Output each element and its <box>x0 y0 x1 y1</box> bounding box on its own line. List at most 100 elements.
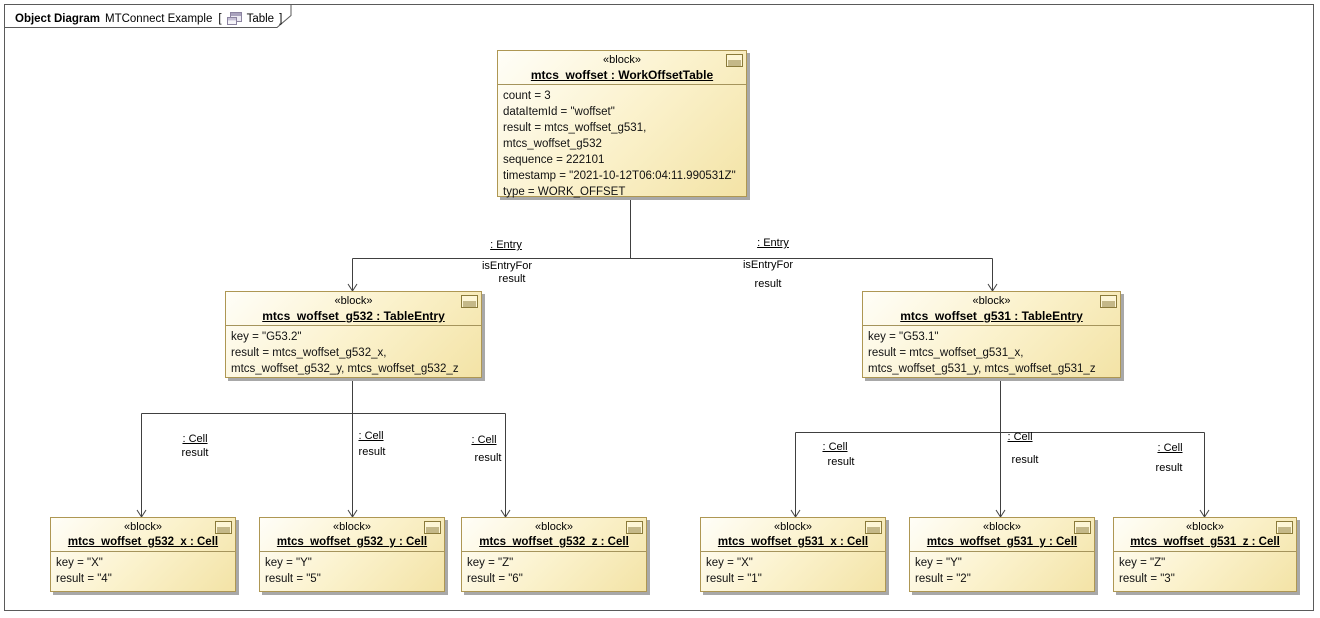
attributes-compartment: key = "Z" result = "6" <box>462 552 646 591</box>
diagram-kind-label: Object Diagram <box>15 12 100 25</box>
stereotype-label: «block» <box>535 521 573 533</box>
stereotype-label: «block» <box>124 521 162 533</box>
block-icon <box>626 521 643 534</box>
block-header: «block» mtcs_woffset_g531_z : Cell <box>1114 518 1296 552</box>
context-ref-label[interactable]: Table <box>246 12 275 25</box>
block-header: «block» mtcs_woffset : WorkOffsetTable <box>498 51 746 85</box>
block-mtcs-woffset-g532-y[interactable]: «block» mtcs_woffset_g532_y : Cell key =… <box>259 517 445 592</box>
block-mtcs-woffset-g532-x[interactable]: «block» mtcs_woffset_g532_x : Cell key =… <box>50 517 236 592</box>
link-name-cell-4[interactable]: : Cell <box>822 441 848 453</box>
link-end-cell-3[interactable]: result <box>474 452 502 464</box>
block-icon <box>424 521 441 534</box>
attribute-line: mtcs_woffset_g532_y, mtcs_woffset_g532_z <box>231 363 459 375</box>
attribute-line: result = "1" <box>706 573 762 585</box>
block-icon <box>1100 295 1117 308</box>
attribute-line: key = "Z" <box>1119 557 1166 569</box>
link-name-cell-1[interactable]: : Cell <box>182 433 208 445</box>
link-name-cell-2[interactable]: : Cell <box>358 430 384 442</box>
block-icon <box>726 54 743 67</box>
attribute-line: result = "2" <box>915 573 971 585</box>
block-icon <box>865 521 882 534</box>
stereotype-label: «block» <box>1186 521 1224 533</box>
stereotype-label: «block» <box>983 521 1021 533</box>
link-end-entry-left[interactable]: result <box>498 273 526 285</box>
attribute-line: timestamp = "2021-10-12T06:04:11.990531Z… <box>503 170 736 182</box>
link-role-entry-left[interactable]: isEntryFor <box>481 260 533 272</box>
block-name: mtcs_woffset_g531_z : Cell <box>1130 536 1280 548</box>
diagram-type-icon <box>226 12 242 25</box>
block-name: mtcs_woffset_g531_x : Cell <box>717 536 869 548</box>
block-name: mtcs_woffset_g532 : TableEntry <box>262 309 445 323</box>
attribute-line: result = mtcs_woffset_g532_x, <box>231 347 387 359</box>
attribute-line: result = "3" <box>1119 573 1175 585</box>
block-icon <box>1074 521 1091 534</box>
block-mtcs-woffset-g531[interactable]: «block» mtcs_woffset_g531 : TableEntry k… <box>862 291 1121 378</box>
block-icon <box>461 295 478 308</box>
stereotype-label: «block» <box>334 295 373 307</box>
block-header: «block» mtcs_woffset_g531_y : Cell <box>910 518 1094 552</box>
attributes-compartment: key = "G53.2" result = mtcs_woffset_g532… <box>226 326 481 377</box>
attribute-line: dataItemId = "woffset" <box>503 106 615 118</box>
link-name-cell-6[interactable]: : Cell <box>1157 442 1183 454</box>
attributes-compartment: key = "X" result = "4" <box>51 552 235 591</box>
attribute-line: result = "6" <box>467 573 523 585</box>
attribute-line: result = "5" <box>265 573 321 585</box>
block-header: «block» mtcs_woffset_g531_x : Cell <box>701 518 885 552</box>
block-mtcs-woffset-g531-z[interactable]: «block» mtcs_woffset_g531_z : Cell key =… <box>1113 517 1297 592</box>
stereotype-label: «block» <box>774 521 812 533</box>
link-role-entry-right[interactable]: isEntryFor <box>742 259 794 271</box>
link-end-entry-right[interactable]: result <box>754 278 782 290</box>
block-header: «block» mtcs_woffset_g532_z : Cell <box>462 518 646 552</box>
attribute-line: key = "Y" <box>265 557 312 569</box>
block-mtcs-woffset-g531-y[interactable]: «block» mtcs_woffset_g531_y : Cell key =… <box>909 517 1095 592</box>
attribute-line: key = "Y" <box>915 557 962 569</box>
block-mtcs-woffset-g531-x[interactable]: «block» mtcs_woffset_g531_x : Cell key =… <box>700 517 886 592</box>
attribute-line: key = "X" <box>56 557 103 569</box>
attributes-compartment: key = "Y" result = "2" <box>910 552 1094 591</box>
attribute-line: sequence = 222101 <box>503 154 605 166</box>
attribute-line: key = "X" <box>706 557 753 569</box>
attributes-compartment: key = "Y" result = "5" <box>260 552 444 591</box>
attribute-line: type = WORK_OFFSET <box>503 186 626 198</box>
link-end-cell-6[interactable]: result <box>1155 462 1183 474</box>
link-end-cell-5[interactable]: result <box>1011 454 1039 466</box>
block-name: mtcs_woffset_g532_z : Cell <box>479 536 629 548</box>
stereotype-label: «block» <box>972 295 1011 307</box>
block-name: mtcs_woffset : WorkOffsetTable <box>530 68 714 82</box>
link-name-cell-5[interactable]: : Cell <box>1007 431 1033 443</box>
link-name-entry-left[interactable]: : Entry <box>490 239 522 251</box>
attribute-line: mtcs_woffset_g532 <box>503 138 602 150</box>
attributes-compartment: key = "G53.1" result = mtcs_woffset_g531… <box>863 326 1120 377</box>
block-icon <box>215 521 232 534</box>
block-mtcs-woffset[interactable]: «block» mtcs_woffset : WorkOffsetTable c… <box>497 50 747 200</box>
attributes-compartment: count = 3 dataItemId = "woffset" result … <box>498 85 746 200</box>
block-header: «block» mtcs_woffset_g532_x : Cell <box>51 518 235 552</box>
link-end-cell-2[interactable]: result <box>358 446 386 458</box>
link-name-cell-3[interactable]: : Cell <box>471 434 497 446</box>
attribute-line: key = "Z" <box>467 557 514 569</box>
link-end-cell-4[interactable]: result <box>827 456 855 468</box>
diagram-title-label: MTConnect Example <box>105 12 213 25</box>
stereotype-label: «block» <box>333 521 371 533</box>
context-close-bracket: ] <box>279 12 283 25</box>
context-open-bracket: [ <box>218 12 222 25</box>
attribute-line: count = 3 <box>503 90 551 102</box>
attribute-line: key = "G53.2" <box>231 331 302 343</box>
block-header: «block» mtcs_woffset_g532 : TableEntry <box>226 292 481 326</box>
attribute-line: key = "G53.1" <box>868 331 939 343</box>
block-mtcs-woffset-g532-z[interactable]: «block» mtcs_woffset_g532_z : Cell key =… <box>461 517 647 592</box>
block-name: mtcs_woffset_g532_y : Cell <box>276 536 428 548</box>
link-name-entry-right[interactable]: : Entry <box>757 237 789 249</box>
attribute-line: mtcs_woffset_g531_y, mtcs_woffset_g531_z <box>868 363 1096 375</box>
block-header: «block» mtcs_woffset_g531 : TableEntry <box>863 292 1120 326</box>
attribute-line: result = mtcs_woffset_g531, <box>503 122 647 134</box>
attributes-compartment: key = "X" result = "1" <box>701 552 885 591</box>
link-end-cell-1[interactable]: result <box>181 447 209 459</box>
block-name: mtcs_woffset_g531 : TableEntry <box>900 309 1083 323</box>
attribute-line: result = "4" <box>56 573 112 585</box>
diagram-frame-tab[interactable]: Object Diagram MTConnect Example [ Table… <box>4 4 292 28</box>
attributes-compartment: key = "Z" result = "3" <box>1114 552 1296 591</box>
block-mtcs-woffset-g532[interactable]: «block» mtcs_woffset_g532 : TableEntry k… <box>225 291 482 378</box>
frame-tab-shape <box>4 4 292 28</box>
